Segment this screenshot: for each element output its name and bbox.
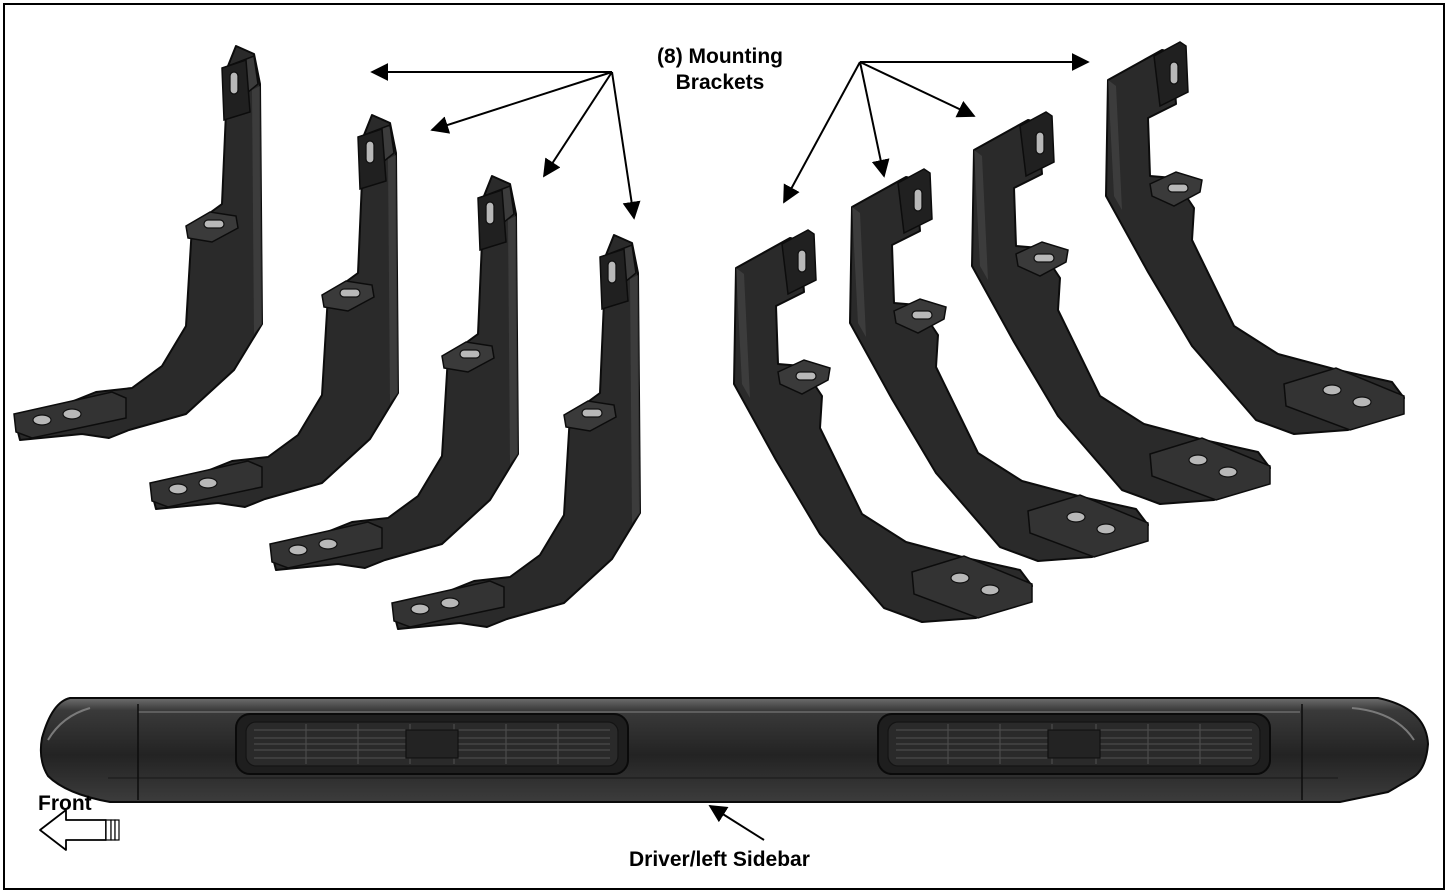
driver-left-sidebar [41,698,1428,802]
mounting-brackets-label-line1: (8) Mounting [600,44,840,70]
front-label: Front [38,791,92,817]
mounting-brackets-label: (8) Mounting Brackets [600,44,840,96]
sidebar-label: Driver/left Sidebar [629,847,810,873]
mounting-brackets-label-line2: Brackets [600,70,840,96]
sidebar-leader-arrow [710,806,764,840]
mounting-bracket-8 [1106,42,1404,434]
mounting-bracket-1 [14,46,262,440]
